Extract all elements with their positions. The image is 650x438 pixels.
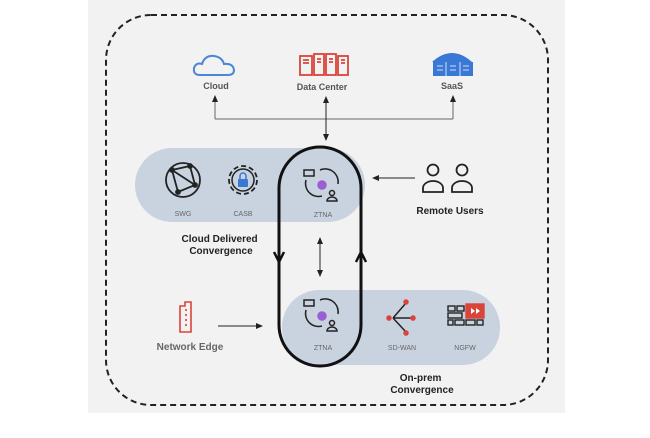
ngfw-firewall-icon xyxy=(447,303,485,326)
casb-gear-lock-icon xyxy=(228,165,258,195)
remote-users-icon xyxy=(422,163,473,193)
network-edge-label: Network Edge xyxy=(157,342,224,353)
ngfw-label: NGFW xyxy=(454,345,476,352)
saas-icon xyxy=(432,53,473,76)
remote-users-label: Remote Users xyxy=(416,206,484,217)
swg-label: SWG xyxy=(175,211,192,218)
loop-arrow-up xyxy=(354,249,368,263)
ztna-label-bottom: ZTNA xyxy=(314,345,333,352)
ztna-icon-bottom xyxy=(303,298,339,332)
sdwan-label: SD-WAN xyxy=(388,345,416,352)
data-center-label: Data Center xyxy=(297,82,348,92)
network-edge-icon xyxy=(179,301,192,333)
saas-label: SaaS xyxy=(441,81,463,91)
on-prem-pill xyxy=(282,290,500,365)
casb-label: CASB xyxy=(233,211,252,218)
cloud-icon xyxy=(192,54,236,76)
swg-globe-icon xyxy=(165,162,201,198)
ztna-label-top: ZTNA xyxy=(314,212,333,219)
connector-lines xyxy=(212,95,456,329)
ztna-loop xyxy=(277,145,363,368)
ztna-icon-top xyxy=(303,168,339,202)
cloud-delivered-title: Cloud Delivered Convergence xyxy=(182,234,261,257)
data-center-icon xyxy=(299,53,349,76)
sdwan-icon xyxy=(386,299,416,336)
on-prem-title: On-prem Convergence xyxy=(390,373,454,396)
dashed-boundary xyxy=(105,14,549,406)
cloud-label: Cloud xyxy=(203,81,229,91)
loop-arrow-down xyxy=(272,251,286,265)
